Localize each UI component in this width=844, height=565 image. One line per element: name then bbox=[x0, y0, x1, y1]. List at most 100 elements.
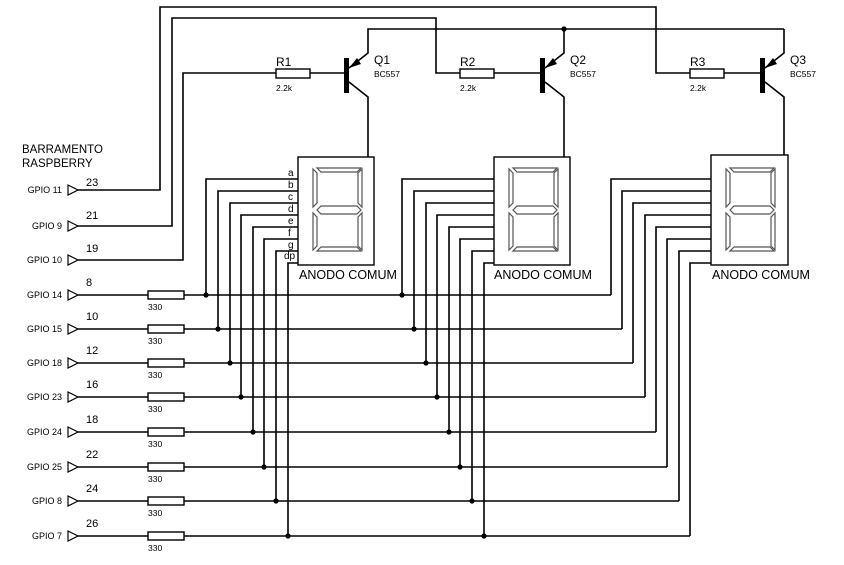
bus-to-display-1 bbox=[275, 250, 298, 501]
bus-to-display-1 bbox=[229, 202, 298, 363]
resistor-value: 2.2k bbox=[276, 83, 293, 93]
segment-resistor bbox=[147, 358, 185, 368]
input-port-arrow bbox=[67, 530, 80, 542]
bus-to-display-2 bbox=[413, 190, 494, 329]
resistor-ref: R3 bbox=[690, 55, 706, 69]
bus-to-display-2 bbox=[471, 250, 494, 501]
junction-dot bbox=[285, 533, 291, 539]
base-resistor bbox=[689, 68, 725, 79]
pin-number: 12 bbox=[86, 345, 98, 357]
control-input-gpio11: GPIO 11 23 bbox=[28, 177, 98, 196]
bus-to-display-3 bbox=[610, 178, 711, 295]
bus-to-display-3 bbox=[621, 190, 711, 329]
junction-dot bbox=[273, 498, 279, 504]
segment-letter: dp bbox=[284, 251, 296, 262]
gpio-label: GPIO 10 bbox=[27, 255, 62, 265]
resistor-value: 330 bbox=[148, 439, 162, 449]
segment-resistor bbox=[147, 427, 185, 437]
input-port-arrow bbox=[67, 495, 80, 507]
control-input-gpio9: GPIO 9 21 bbox=[32, 210, 98, 232]
bus-to-display-3 bbox=[678, 250, 711, 501]
segment-letter: f bbox=[288, 228, 291, 239]
junction-dot bbox=[411, 326, 417, 332]
bus-to-display-1 bbox=[217, 190, 298, 329]
transistor-part: BC557 bbox=[570, 69, 596, 79]
bus-to-display-2 bbox=[448, 226, 494, 432]
input-port-arrow bbox=[67, 220, 80, 232]
base-resistor bbox=[275, 68, 311, 79]
transistor-ref: Q2 bbox=[570, 53, 586, 67]
emitter-supply-line bbox=[367, 28, 784, 38]
resistor-value: 330 bbox=[148, 404, 162, 414]
gpio-label: GPIO 23 bbox=[27, 392, 62, 402]
resistor-value: 330 bbox=[148, 543, 162, 553]
bus-to-display-3 bbox=[689, 262, 711, 536]
pin-number: 8 bbox=[86, 277, 92, 289]
junction-dot bbox=[469, 498, 475, 504]
transistor-part: BC557 bbox=[374, 69, 400, 79]
resistor-value: 2.2k bbox=[690, 83, 707, 93]
gpio-label: GPIO 11 bbox=[28, 185, 62, 195]
segment-letter: g bbox=[288, 240, 294, 251]
input-port-arrow bbox=[67, 357, 80, 369]
resistor-ref: R2 bbox=[460, 55, 476, 69]
pin-number: 24 bbox=[86, 483, 98, 495]
transistor-base-bar bbox=[344, 58, 349, 93]
resistor-value: 2.2k bbox=[460, 83, 477, 93]
junction-dot bbox=[399, 292, 405, 298]
resistor-value: 330 bbox=[148, 302, 162, 312]
pin-number: 22 bbox=[86, 449, 98, 461]
pin-number: 10 bbox=[86, 311, 98, 323]
input-port-arrow bbox=[67, 184, 80, 196]
bus-to-display-1 bbox=[287, 262, 298, 536]
gpio-label: GPIO 7 bbox=[32, 531, 62, 541]
junction-dot bbox=[203, 292, 209, 298]
segment-letter: c bbox=[288, 192, 293, 203]
resistor-value: 330 bbox=[148, 474, 162, 484]
display-label: ANODO COMUM bbox=[299, 268, 397, 282]
input-port-arrow bbox=[67, 323, 80, 335]
segment-resistor bbox=[147, 324, 185, 334]
bus-to-display-1 bbox=[240, 214, 298, 397]
resistor-ref: R1 bbox=[276, 55, 292, 69]
bus-to-display-3 bbox=[644, 214, 711, 397]
bus-to-display-3 bbox=[632, 202, 711, 363]
display-label: ANODO COMUM bbox=[494, 268, 592, 282]
input-port-arrow bbox=[67, 391, 80, 403]
gpio-label: GPIO 25 bbox=[27, 462, 62, 472]
gpio-label: GPIO 15 bbox=[27, 324, 62, 334]
segment-letters: a b c d e f g dp bbox=[284, 168, 296, 262]
emitter-arrow-icon bbox=[765, 58, 777, 68]
input-port-arrow bbox=[67, 289, 80, 301]
junction-dot bbox=[434, 394, 440, 400]
gpio-label: GPIO 18 bbox=[27, 358, 62, 368]
junction-dot bbox=[423, 360, 429, 366]
bus-to-display-1 bbox=[263, 238, 298, 467]
transistor-collector bbox=[348, 81, 369, 157]
pin-number: 26 bbox=[86, 518, 98, 530]
bus-to-display-2 bbox=[436, 214, 494, 397]
bus-to-display-1 bbox=[205, 178, 298, 295]
segment-resistor bbox=[147, 392, 185, 402]
segment-letter: d bbox=[288, 204, 294, 215]
resistor-value: 330 bbox=[148, 370, 162, 380]
segment-resistor bbox=[147, 531, 185, 541]
transistor-ref: Q1 bbox=[374, 53, 390, 67]
junction-dot bbox=[227, 360, 233, 366]
segment-letter: e bbox=[288, 216, 294, 227]
junction-dot bbox=[250, 429, 256, 435]
transistor-collector bbox=[544, 81, 565, 157]
transistor-part: BC557 bbox=[790, 69, 816, 79]
bus-label-line2: RASPBERRY bbox=[22, 158, 93, 170]
digit-segments bbox=[312, 167, 363, 252]
wire-gpio9-to-r2 bbox=[78, 17, 460, 227]
junction-dot bbox=[561, 26, 567, 32]
digit-segments bbox=[725, 167, 776, 252]
resistor-value: 330 bbox=[148, 508, 162, 518]
pin-number: 21 bbox=[86, 210, 98, 222]
segment-letter: b bbox=[288, 180, 294, 191]
base-resistor bbox=[459, 68, 495, 79]
junction-dot bbox=[261, 464, 267, 470]
gpio-label: GPIO 24 bbox=[27, 427, 62, 437]
